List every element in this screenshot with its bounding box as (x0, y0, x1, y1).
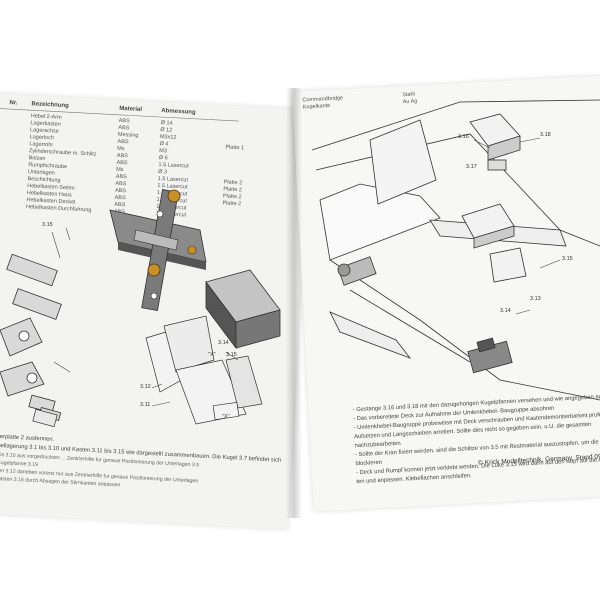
part-label: 3.15 (226, 352, 237, 358)
part-label: "X" (208, 352, 216, 358)
parts-header-rule (0, 108, 239, 122)
part-label: 3.15 (562, 256, 573, 262)
part-label: 3.13 (530, 296, 541, 302)
part-label: 3.14 (218, 340, 229, 346)
part-label: 3.18 (540, 132, 551, 138)
servo-assembly-drawing (337, 256, 513, 374)
part-label: 3.16 (458, 134, 469, 140)
part-label: 3.11 (140, 402, 151, 408)
part-label: "X" (222, 414, 230, 420)
label-leaders-left (151, 351, 239, 407)
part-label: 3.12 (140, 384, 151, 390)
box-plates-drawing (32, 315, 263, 428)
manual-left-page: Nr. Bezeichnung Material Abmessung Hebel… (0, 92, 310, 530)
leader-lines (51, 227, 71, 373)
part-label: 3.17 (466, 164, 477, 170)
label-leaders-right (473, 137, 561, 315)
part-label: 3.15 (42, 222, 53, 228)
lever-box-drawing (205, 269, 281, 350)
lever-mechanism-drawing (109, 189, 207, 311)
part-label: 3.14 (500, 308, 511, 314)
book-gutter-shadow (286, 88, 302, 518)
deck-parts-drawing (461, 113, 527, 283)
hull-deck-drawing (311, 99, 600, 401)
